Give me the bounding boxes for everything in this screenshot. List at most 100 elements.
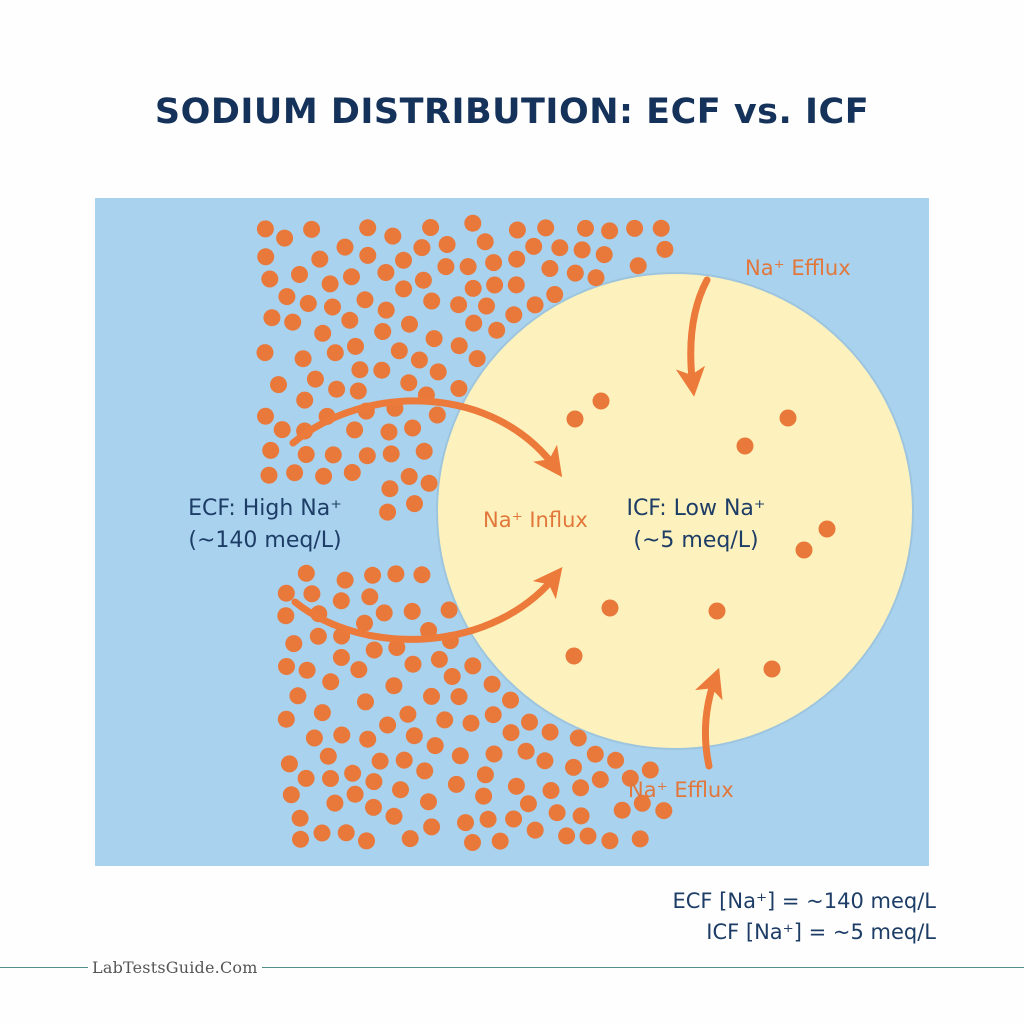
sodium-ion-dot-intracellular: [795, 541, 813, 559]
diagram-svg: [95, 198, 929, 866]
sodium-ion-dot: [430, 650, 448, 668]
sodium-ion-dot: [385, 677, 403, 695]
sodium-ion-dot-intracellular: [779, 409, 797, 427]
sodium-ion-dot: [257, 248, 275, 266]
sodium-ion-dot: [343, 464, 361, 481]
sodium-ion-dot: [377, 301, 395, 319]
sodium-ion-dot: [356, 614, 373, 632]
sodium-ion-dot: [413, 239, 431, 257]
sodium-ion-dot: [404, 655, 422, 673]
sodium-ion-dot: [526, 821, 544, 839]
sodium-ion-dot: [346, 785, 364, 803]
sodium-ion-dot: [322, 673, 340, 691]
sodium-ion-dot: [400, 374, 418, 392]
sodium-ion-dot: [436, 711, 454, 729]
sodium-ion-dot: [626, 219, 644, 237]
sodium-ion-dot: [324, 446, 342, 464]
sodium-ion-dot: [465, 314, 483, 332]
sodium-ion-dot: [591, 771, 609, 788]
sodium-ion-dot: [475, 787, 493, 805]
sodium-ion-dot: [440, 601, 458, 619]
icf-label: ICF: Low Na⁺ (~5 meq/L): [596, 493, 796, 557]
sodium-ion-dot: [273, 421, 291, 439]
sodium-ion-dot: [478, 297, 495, 315]
sodium-ion-dot: [321, 275, 339, 293]
sodium-ion-dot: [313, 824, 331, 842]
sodium-ion-dot: [502, 691, 519, 709]
sodium-ion-dot: [395, 280, 413, 298]
sodium-ion-dot: [336, 571, 354, 589]
sodium-ion-dot: [328, 380, 346, 398]
sodium-ion-dot: [457, 814, 474, 832]
sodium-ion-dot: [428, 406, 446, 424]
sodium-ion-dot: [277, 710, 295, 728]
sodium-ion-dot: [450, 296, 468, 314]
sodium-ion-dot: [297, 769, 315, 787]
diagram-canvas: [95, 198, 929, 866]
sodium-ion-dot: [256, 344, 274, 362]
sodium-ion-dot: [507, 276, 525, 294]
sodium-ion-dot: [365, 773, 383, 791]
sodium-ion-dot: [479, 810, 497, 828]
sodium-ion-dot: [447, 775, 465, 793]
sodium-ion-dot: [381, 480, 399, 498]
sodium-ion-dot: [278, 658, 295, 675]
sodium-ion-dot: [476, 233, 494, 251]
sodium-ion-dot: [351, 361, 369, 379]
sodium-ion-dot: [344, 764, 362, 782]
sodium-ion-dot: [420, 793, 437, 811]
influx-arrow-top: [289, 397, 563, 478]
sodium-ion-dot: [380, 423, 398, 441]
sodium-ion-dot: [548, 804, 566, 822]
diagram-title: SODIUM DISTRIBUTION: ECF vs. ICF: [154, 92, 870, 132]
sodium-ion-dot: [410, 351, 428, 369]
sodium-ion-dot: [337, 824, 355, 842]
sodium-ion-dot: [379, 716, 397, 734]
sodium-ion-dot: [505, 306, 523, 324]
sodium-ion-dot: [401, 830, 419, 848]
sodium-ions: [256, 214, 836, 851]
sodium-ion-dot: [483, 675, 501, 693]
sodium-ion-dot: [438, 236, 456, 253]
sodium-ion-dot: [309, 627, 327, 645]
sodium-ion-dot: [484, 706, 502, 724]
sodium-ion-dot: [364, 566, 382, 584]
sodium-ion-dot: [451, 747, 469, 765]
sodium-ion-dot: [403, 602, 421, 620]
ecf-label-line2: (~140 meq/L): [188, 528, 342, 553]
sodium-ion-dot: [276, 229, 294, 247]
sodium-ion-dot: [299, 295, 317, 312]
sodium-ion-dot: [404, 419, 422, 437]
sodium-ion-dot: [485, 254, 503, 272]
summary-ecf-line: ECF [Na⁺] = ~140 meq/L: [672, 889, 936, 913]
sodium-ion-dot: [641, 761, 659, 779]
sodium-ion-dot: [443, 668, 461, 685]
sodium-ion-dot: [388, 639, 406, 656]
sodium-ion-dot: [384, 227, 402, 245]
sodium-ion-dot: [324, 298, 341, 316]
sodium-ion-dot: [601, 832, 619, 850]
sodium-ion-dot-intracellular: [565, 647, 583, 665]
sodium-ion-dot: [361, 588, 379, 606]
sodium-ion-dot: [542, 782, 560, 799]
efflux-arrow-bottom: [695, 667, 723, 770]
sodium-ion-dot: [374, 323, 392, 340]
sodium-ion-dot: [371, 752, 389, 770]
sodium-ion-dot: [401, 315, 418, 333]
sodium-ion-dot: [377, 264, 395, 281]
sodium-ion-dot: [422, 219, 440, 236]
sodium-ion-dot: [546, 286, 564, 303]
sodium-ion-dot: [319, 747, 337, 765]
sodium-ion-dot: [291, 809, 309, 827]
sodium-ion-dot: [572, 807, 590, 825]
sodium-ion-dot: [346, 421, 364, 439]
sodium-ion-dot: [292, 830, 309, 848]
sodium-ion-dot: [382, 445, 400, 463]
sodium-ion-dot: [277, 584, 295, 602]
sodium-ion-dot-intracellular: [763, 660, 781, 678]
sodium-ion-dot: [566, 264, 584, 282]
sodium-ion-dot: [459, 258, 477, 276]
sodium-ion-dot: [613, 801, 631, 819]
sodium-ion-dot: [476, 766, 494, 784]
sodium-ion-dot: [406, 495, 423, 513]
